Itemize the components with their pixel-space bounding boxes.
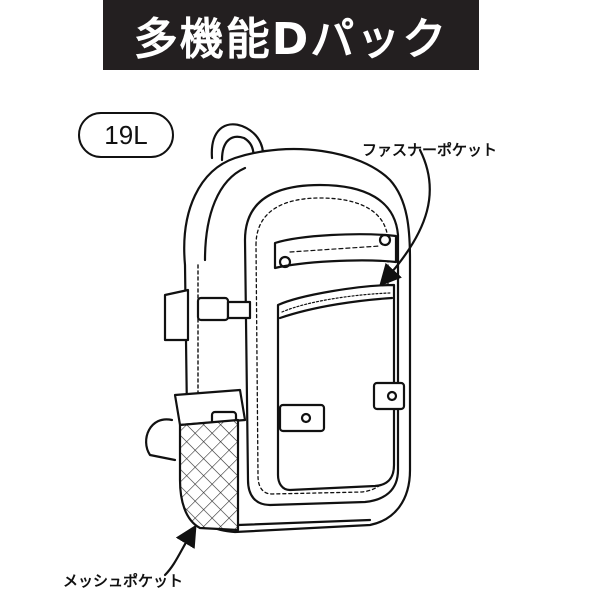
title-text: 多機能Dパック	[133, 14, 449, 65]
title-banner: 多機能Dパック	[103, 0, 479, 70]
capacity-text: 19L	[104, 119, 148, 150]
zipper-pocket-label: ファスナーポケット	[362, 141, 498, 159]
mesh-pocket-label: メッシュポケット	[63, 572, 184, 590]
capacity-badge: 19L	[78, 112, 174, 158]
